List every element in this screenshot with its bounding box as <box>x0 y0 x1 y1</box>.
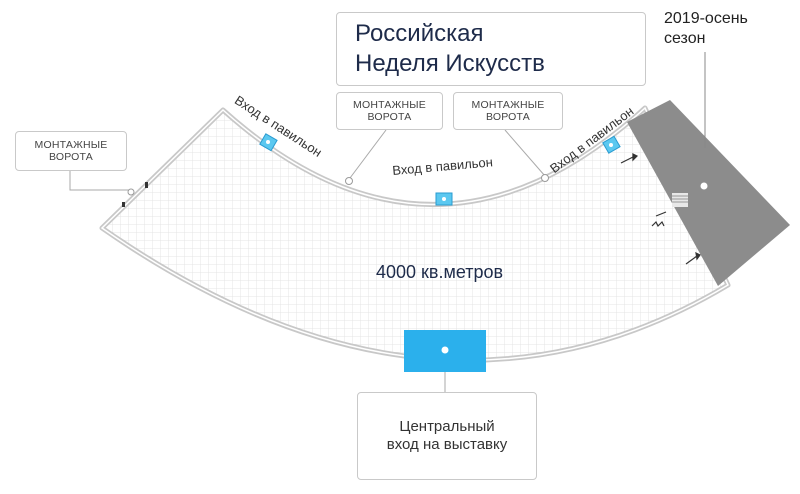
stairs-icon <box>672 193 688 207</box>
title-line-1: Российская <box>355 20 484 47</box>
gate-marker-center-left <box>345 177 353 185</box>
title-box: Российская Неделя Искусств <box>336 12 646 86</box>
gate-label: ВОРОТА <box>48 151 93 163</box>
gate-marker-center-right <box>541 174 549 182</box>
gate-label: ВОРОТА <box>367 111 412 123</box>
gate-label: МОНТАЖНЫЕ <box>471 99 545 111</box>
gate-label: МОНТАЖНЫЕ <box>353 99 426 111</box>
exhibition-hall <box>99 105 731 363</box>
central-entrance-box: Центральный вход на выставку <box>357 392 537 480</box>
gate-label: МОНТАЖНЫЕ <box>34 139 108 151</box>
area-label: 4000 кв.метров <box>376 262 504 282</box>
gate-label: ВОРОТА <box>485 111 530 123</box>
title-line-2: Неделя Искусств <box>355 50 545 77</box>
arrow-icons <box>620 153 701 265</box>
season-label: 2019-осень сезон <box>664 9 748 49</box>
central-entrance-line-1: Центральный <box>399 418 495 435</box>
gate-box-left: МОНТАЖНЫЕ ВОРОТА <box>15 131 127 171</box>
central-entrance-line-2: вход на выставку <box>386 436 508 453</box>
season-line-2: сезон <box>664 30 706 47</box>
gate-box-center-right: МОНТАЖНЫЕ ВОРОТА <box>453 92 563 130</box>
service-block <box>627 100 790 286</box>
gate-marker-left <box>127 188 135 196</box>
season-line-1: 2019-осень <box>664 10 748 27</box>
gate-box-center-left: МОНТАЖНЫЕ ВОРОТА <box>336 92 443 130</box>
